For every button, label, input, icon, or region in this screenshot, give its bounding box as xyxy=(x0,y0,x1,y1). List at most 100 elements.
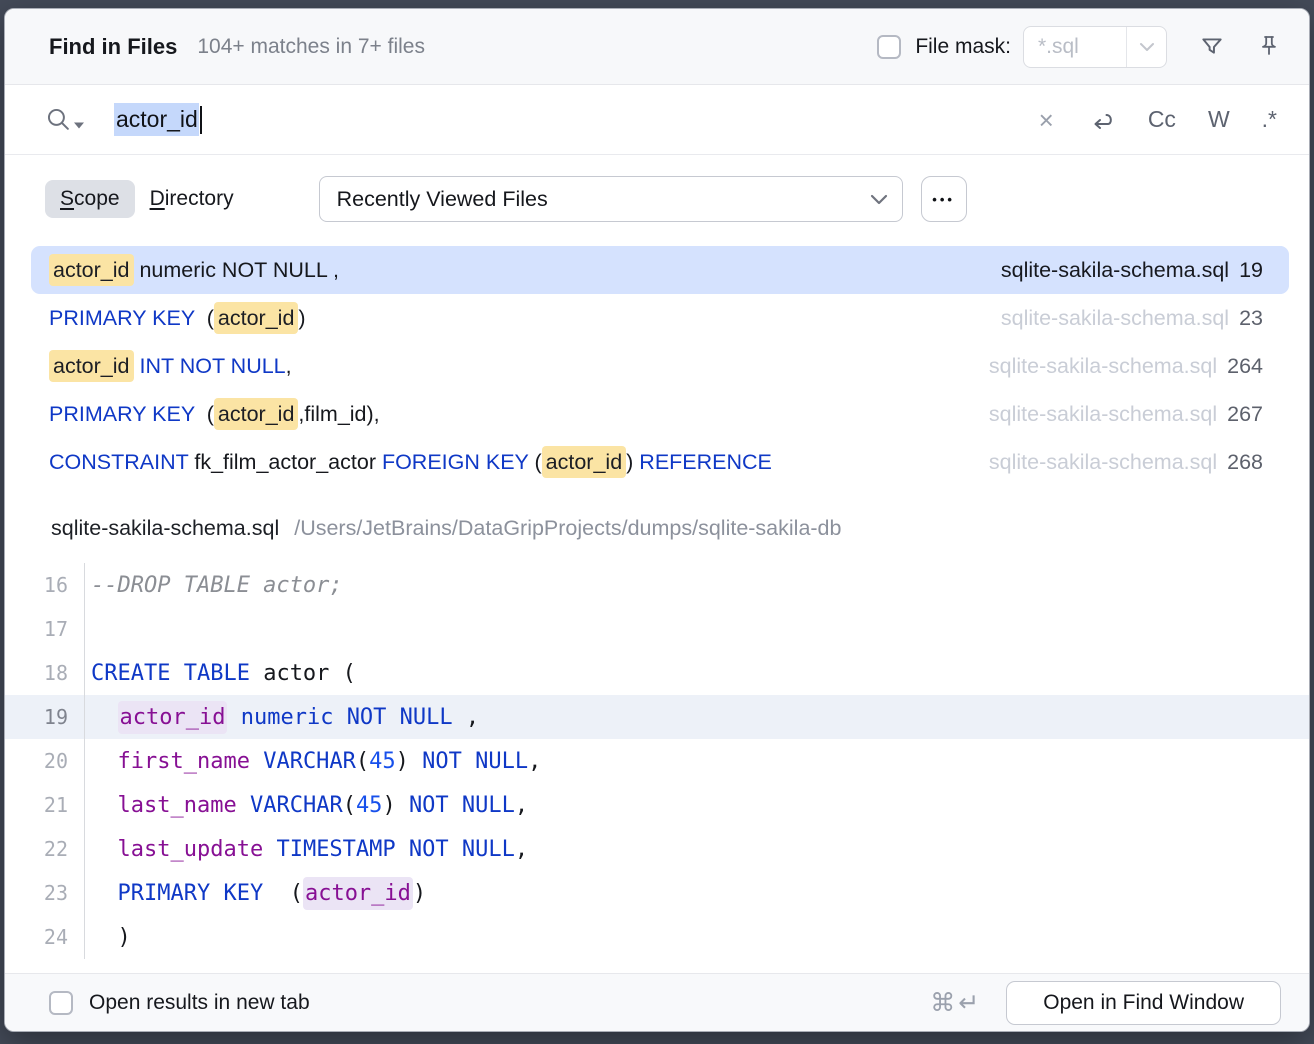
cmd-enter-shortcut-hint: ⌘↵ xyxy=(930,988,983,1017)
clear-search-icon[interactable]: × xyxy=(1038,104,1054,135)
code-segment: , xyxy=(514,836,529,862)
code-segment xyxy=(91,749,118,774)
regex-toggle[interactable]: .* xyxy=(1261,106,1277,132)
search-result-row[interactable]: CONSTRAINT fk_film_actor_actor FOREIGN K… xyxy=(31,438,1289,486)
code-line: 21 last_name VARCHAR(45) NOT NULL, xyxy=(5,783,1309,827)
code-segment: CREATE TABLE xyxy=(91,660,250,686)
insert-newline-icon[interactable] xyxy=(1086,108,1116,132)
code-segment: , xyxy=(285,353,292,378)
code-line: 20 first_name VARCHAR(45) NOT NULL, xyxy=(5,739,1309,783)
scope-combobox[interactable]: Recently Viewed Files xyxy=(318,176,903,222)
search-query-text: actor_id xyxy=(114,103,199,136)
code-segment: actor ( xyxy=(249,660,356,686)
code-segment: ) xyxy=(395,748,409,774)
scope-value: Recently Viewed Files xyxy=(336,186,548,211)
code-segment: last_update xyxy=(117,836,264,862)
line-number: 18 xyxy=(5,651,85,695)
code-segment: ( xyxy=(528,449,542,474)
code-segment: actor_id xyxy=(213,397,299,430)
code-segment: last_name xyxy=(117,792,237,818)
code-segment: , xyxy=(528,748,542,774)
code-line: 23 PRIMARY KEY (actor_id) xyxy=(5,871,1309,915)
code-segment: ( xyxy=(263,880,303,906)
line-number: 16 xyxy=(5,563,85,607)
line-number: 23 xyxy=(5,871,85,915)
code-line: 16--DROP TABLE actor; xyxy=(5,563,1309,607)
open-in-find-window-button[interactable]: Open in Find Window xyxy=(1006,980,1281,1025)
file-mask-combobox[interactable]: *.sql xyxy=(1023,25,1167,68)
search-row: actor_id × Cc W .* xyxy=(5,85,1309,155)
search-result-row[interactable]: PRIMARY KEY (actor_id) sqlite-sakila-sche… xyxy=(31,294,1289,342)
search-history-icon[interactable] xyxy=(45,106,84,133)
code-segment: FOREIGN KEY xyxy=(381,449,529,474)
code-segment: PRIMARY KEY xyxy=(49,305,195,330)
code-segment: 45 xyxy=(369,748,396,774)
match-case-toggle[interactable]: Cc xyxy=(1147,106,1176,132)
dialog-title: Find in Files xyxy=(49,33,178,59)
search-results-list: actor_id numeric NOT NULL , sqlite-sakila… xyxy=(5,243,1309,486)
code-segment: PRIMARY KEY xyxy=(49,401,195,426)
line-number: 17 xyxy=(5,607,85,651)
code-segment xyxy=(396,837,409,862)
pin-icon[interactable] xyxy=(1257,34,1281,60)
file-mask-value: *.sql xyxy=(1038,34,1079,58)
line-number: 21 xyxy=(5,783,85,827)
search-result-row[interactable]: actor_id INT NOT NULL, sqlite-sakila-sche… xyxy=(31,342,1289,390)
chevron-down-icon[interactable] xyxy=(1126,26,1166,67)
code-segment: REFERENCE xyxy=(639,449,772,474)
code-line: 22 last_update TIMESTAMP NOT NULL, xyxy=(5,827,1309,871)
code-segment: --DROP TABLE actor; xyxy=(91,572,343,598)
code-segment xyxy=(237,793,250,818)
code-segment xyxy=(333,705,346,730)
code-segment: 45 xyxy=(355,792,383,818)
code-segment xyxy=(91,837,118,862)
code-segment: numeric NOT NULL , xyxy=(133,257,339,282)
text-caret xyxy=(199,105,202,134)
code-segment xyxy=(396,793,409,818)
code-segment: INT NOT NULL xyxy=(139,353,286,378)
search-input[interactable]: actor_id xyxy=(114,103,202,136)
open-results-new-tab-checkbox[interactable] xyxy=(49,990,73,1015)
code-segment: fk_film_actor_actor xyxy=(188,449,382,474)
code-line: 17 xyxy=(5,607,1309,651)
code-segment xyxy=(409,749,422,774)
code-segment: ) xyxy=(298,305,306,330)
more-options-button[interactable]: ••• xyxy=(920,176,967,222)
preview-file-header: sqlite-sakila-schema.sql /Users/JetBrain… xyxy=(51,516,1309,541)
code-segment: ) xyxy=(91,924,131,950)
code-segment: first_name xyxy=(117,748,250,774)
tab-scope[interactable]: Scope xyxy=(45,180,135,218)
code-segment: NOT NULL xyxy=(346,704,453,730)
code-segment: VARCHAR xyxy=(263,748,356,774)
scope-bar: Scope Directory Recently Viewed Files ••… xyxy=(5,155,1309,243)
file-mask-checkbox[interactable] xyxy=(877,34,902,59)
find-in-files-dialog: Find in Files 104+ matches in 7+ files F… xyxy=(4,8,1310,1032)
tab-directory[interactable]: Directory xyxy=(149,187,234,210)
code-segment: TIMESTAMP xyxy=(276,836,396,862)
whole-words-toggle[interactable]: W xyxy=(1207,106,1230,132)
code-segment: actor_id xyxy=(213,301,299,334)
search-result-row[interactable]: actor_id numeric NOT NULL , sqlite-sakila… xyxy=(31,246,1289,294)
code-segment: ( xyxy=(194,305,214,330)
code-segment: actor_id xyxy=(49,253,134,286)
search-result-row[interactable]: PRIMARY KEY (actor_id,film_id),sqlite-sa… xyxy=(31,390,1289,438)
code-segment: , xyxy=(514,792,529,818)
preview-file-name: sqlite-sakila-schema.sql xyxy=(51,516,280,540)
line-number: 22 xyxy=(5,827,85,871)
code-segment: actor_id xyxy=(541,445,627,478)
preview-file-path: /Users/JetBrains/DataGripProjects/dumps/… xyxy=(294,516,842,540)
code-segment xyxy=(250,749,263,774)
open-results-new-tab-label: Open results in new tab xyxy=(89,990,310,1014)
code-segment: ) xyxy=(382,792,396,818)
filter-funnel-icon[interactable] xyxy=(1199,34,1225,60)
dialog-footer: Open results in new tab ⌘↵ Open in Find … xyxy=(5,973,1309,1031)
code-segment: actor_id xyxy=(49,349,134,382)
line-number: 19 xyxy=(5,695,85,739)
code-segment xyxy=(263,837,276,862)
